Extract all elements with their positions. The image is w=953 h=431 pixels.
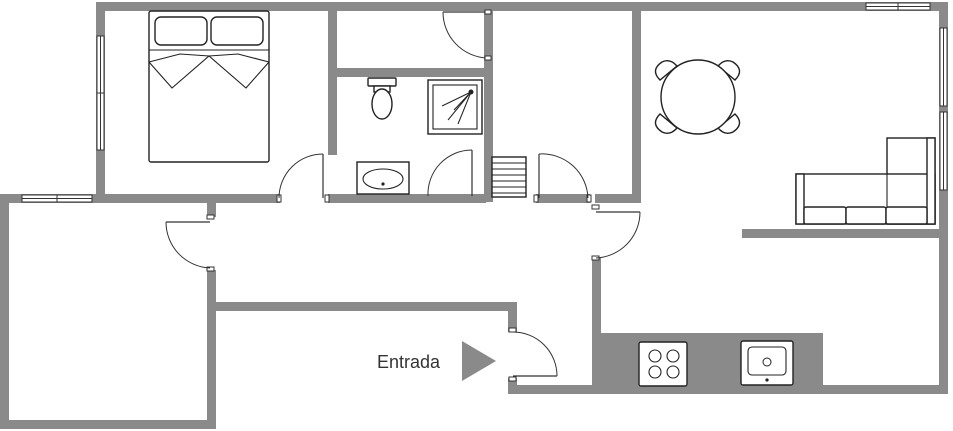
- toilet-icon: [367, 77, 397, 120]
- window-left-room: [21, 194, 93, 203]
- door-hall-right: [533, 153, 592, 203]
- sink-icon: [356, 161, 410, 195]
- window-right-upper: [939, 27, 948, 107]
- door-entrance: [508, 327, 558, 382]
- window-right-lower: [939, 111, 948, 191]
- cooktop-icon: [638, 341, 688, 387]
- stairs-icon: [491, 156, 527, 198]
- door-closet: [442, 9, 492, 61]
- sofa-icon: [795, 137, 936, 225]
- windows: [21, 2, 948, 203]
- window-bedroom-left: [96, 35, 105, 151]
- play-arrow-icon: [462, 341, 496, 381]
- shower-icon: [427, 79, 483, 135]
- entrance-marker: Entrada: [377, 341, 496, 381]
- door-left-room: [165, 214, 215, 272]
- door-living: [591, 204, 641, 261]
- door-bedroom: [276, 153, 330, 203]
- window-top-right: [865, 2, 931, 11]
- door-bathroom: [427, 149, 473, 197]
- double-bed-icon: [148, 10, 270, 163]
- kitchen-sink-icon: [740, 340, 794, 386]
- dining-table-icon: [654, 59, 741, 135]
- doors: [165, 9, 641, 382]
- entrance-label: Entrada: [377, 352, 441, 372]
